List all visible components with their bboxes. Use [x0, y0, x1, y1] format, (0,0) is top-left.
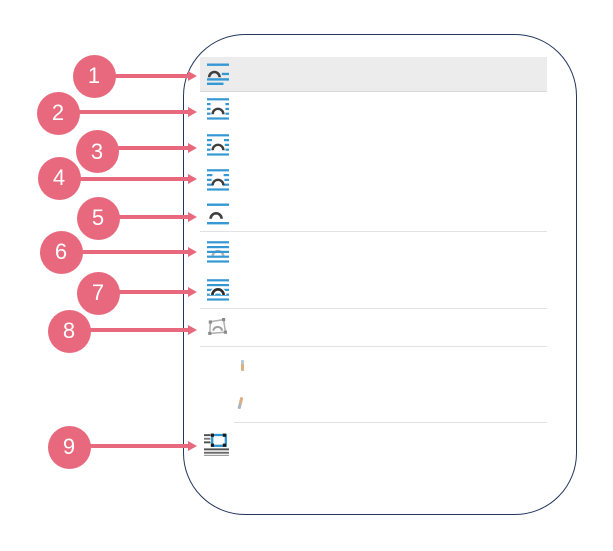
callout-9: 9: [47, 425, 91, 469]
callout-arrow-6: [79, 250, 190, 254]
callout-arrowhead-9: [188, 440, 197, 451]
callout-arrowhead-7: [188, 286, 197, 297]
object-layout-icon: [204, 433, 229, 456]
callout-arrow-5: [116, 215, 190, 219]
menu-item-in-front-of-text[interactable]: [200, 271, 547, 308]
menu-item-through[interactable]: [200, 164, 547, 196]
callout-4: 4: [37, 156, 81, 200]
menu-item-behind-text[interactable]: [200, 233, 547, 270]
in-front-of-text-icon: [207, 278, 229, 301]
callout-arrow-2: [76, 110, 190, 114]
callout-arrow-9: [87, 444, 190, 448]
callout-7-number: 7: [91, 280, 105, 305]
through-wrap-icon: [207, 169, 229, 191]
behind-text-icon: [207, 240, 229, 263]
callout-9-number: 9: [62, 434, 76, 459]
menu-item-square[interactable]: [200, 92, 547, 126]
edit-wrap-points-icon: [208, 318, 227, 335]
menu-separator: [234, 421, 547, 423]
callout-3-number: 3: [90, 138, 104, 164]
menu-item-faint-1[interactable]: [200, 347, 547, 384]
callout-5-number: 5: [91, 205, 105, 230]
faint-mark-vertical-icon: [241, 360, 244, 371]
tight-wrap-icon: [207, 134, 229, 156]
menu-item-edit-wrap-points[interactable]: [200, 309, 547, 345]
callout-arrow-8: [87, 328, 190, 332]
callout-arrow-4: [77, 177, 190, 181]
callout-arrowhead-6: [188, 246, 197, 257]
callout-6-number: 6: [54, 239, 68, 264]
callout-1-number: 1: [87, 63, 101, 88]
callout-arrowhead-2: [188, 106, 197, 117]
callout-arrowhead-3: [188, 142, 197, 153]
callout-arrowhead-5: [188, 211, 197, 222]
top-and-bottom-wrap-icon: [207, 203, 229, 224]
callout-6: 6: [39, 230, 83, 274]
callout-arrow-7: [116, 290, 190, 294]
menu-separator: [200, 308, 547, 309]
callout-arrowhead-8: [188, 324, 197, 335]
menu-item-faint-2[interactable]: [200, 384, 547, 421]
menu-item-tight[interactable]: [200, 128, 547, 162]
menu-item-object-layout[interactable]: [200, 423, 547, 465]
callout-8: 8: [47, 309, 91, 353]
menu-item-in-line-with-text[interactable]: [200, 57, 547, 92]
callout-arrowhead-1: [188, 70, 197, 81]
callout-7: 7: [76, 271, 120, 315]
callout-1: 1: [72, 54, 116, 98]
callout-arrowhead-4: [188, 173, 197, 184]
menu-separator: [200, 231, 547, 232]
callout-2-number: 2: [51, 100, 65, 125]
callout-5: 5: [76, 196, 120, 240]
in-line-with-text-icon: [207, 63, 229, 85]
faint-mark-slash-icon: [237, 396, 243, 409]
callout-8-number: 8: [62, 318, 76, 343]
callout-2: 2: [36, 91, 80, 135]
menu-item-top-and-bottom[interactable]: [200, 196, 547, 231]
square-wrap-icon: [207, 98, 229, 120]
callout-arrow-3: [115, 146, 190, 150]
callout-3: 3: [75, 130, 119, 173]
callout-4-number: 4: [52, 165, 66, 190]
menu-separator: [200, 345, 547, 347]
callout-arrow-1: [112, 74, 190, 78]
outline-panel: [183, 34, 577, 515]
